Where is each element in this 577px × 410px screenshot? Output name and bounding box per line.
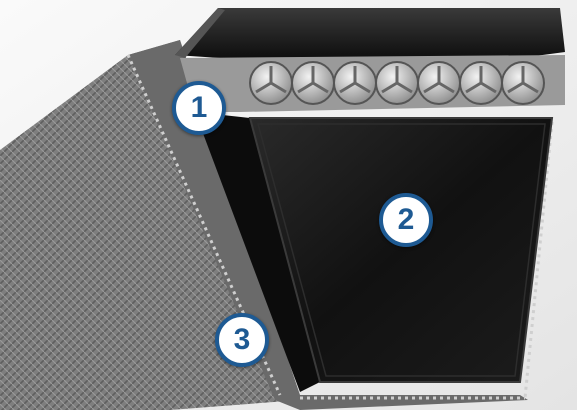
- cord: [376, 62, 418, 104]
- cord: [418, 62, 460, 104]
- cord: [250, 62, 292, 104]
- cord: [334, 62, 376, 104]
- cord: [292, 62, 334, 104]
- callout-2: 2: [379, 193, 433, 247]
- top-band: [175, 8, 565, 60]
- callout-1: 1: [172, 81, 226, 135]
- cord: [460, 62, 502, 104]
- cord: [502, 62, 544, 104]
- callout-3: 3: [215, 313, 269, 367]
